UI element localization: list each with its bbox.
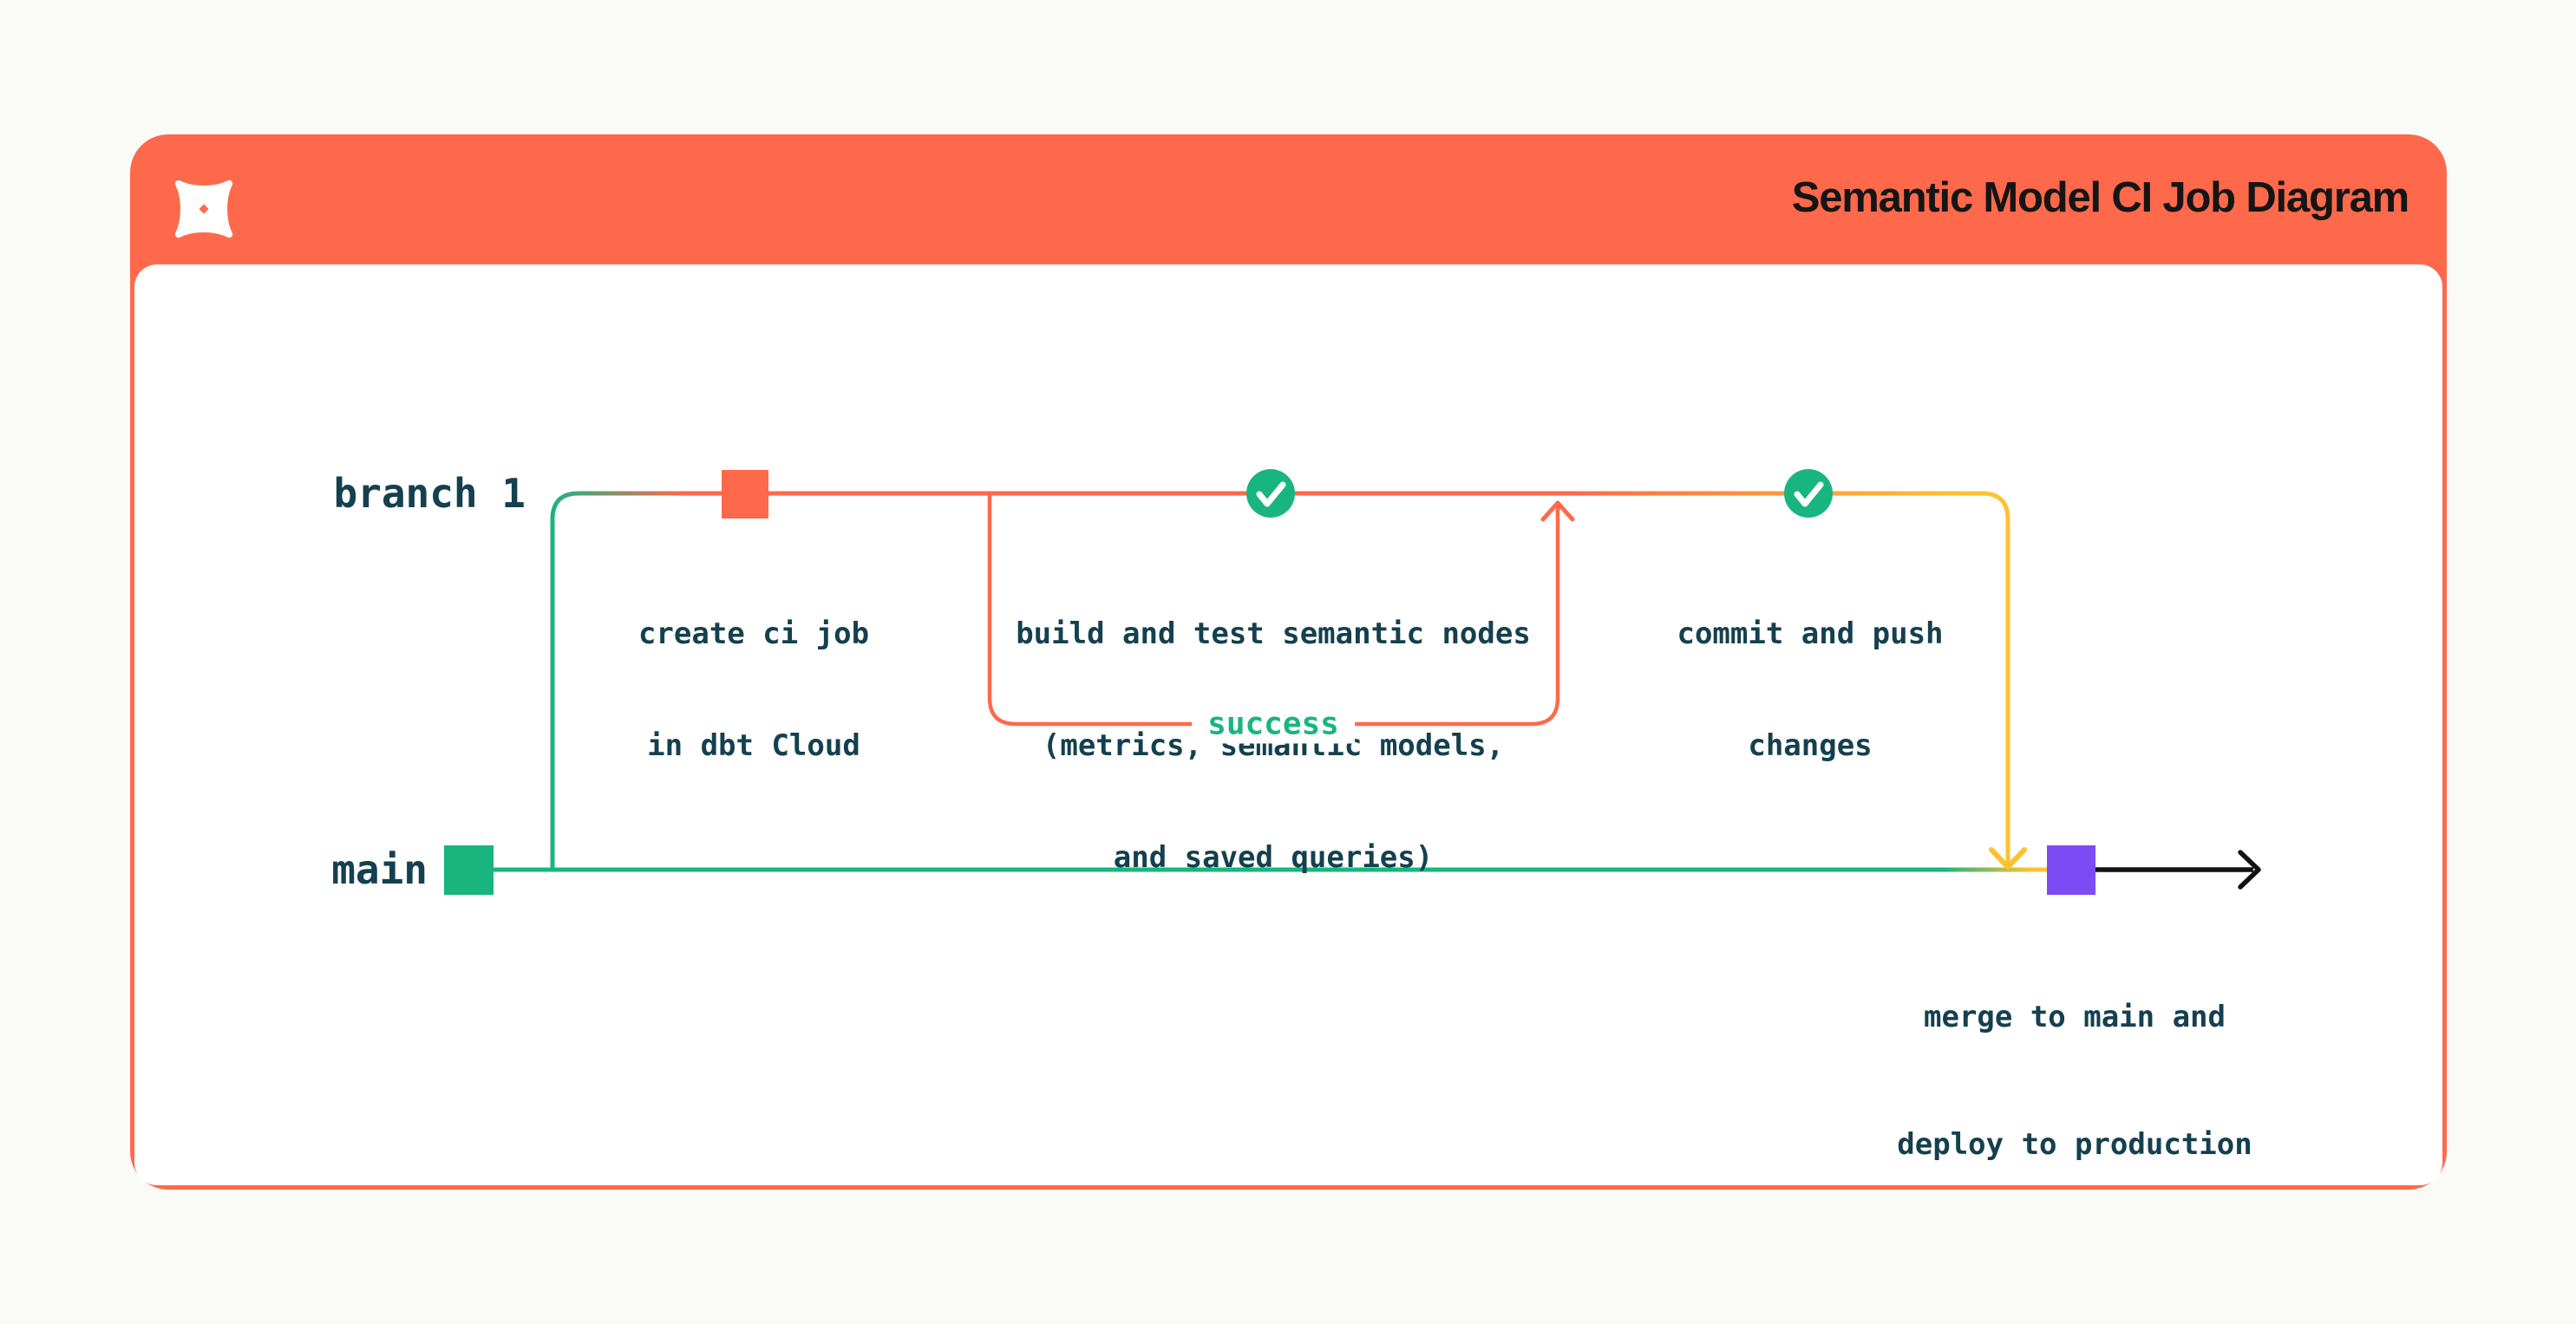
caption-line: in dbt Cloud [647, 728, 860, 763]
caption-line: and saved queries) [1113, 840, 1434, 875]
caption-line: build and test semantic nodes [1016, 616, 1531, 651]
caption-line: merge to main and [1924, 1000, 2226, 1034]
caption-line: commit and push [1677, 616, 1944, 651]
merge-caption: merge to main and deploy to production [1814, 911, 2335, 1251]
branch1-label: branch 1 [333, 470, 526, 517]
create-ci-caption: create ci job in dbt Cloud [494, 541, 1014, 839]
check-circle [1246, 469, 1295, 518]
merge-commit-square [2047, 845, 2095, 895]
page-title: Semantic Model CI Job Diagram [1791, 174, 2409, 221]
commit-push-caption: commit and push changes [1550, 541, 2070, 839]
build-test-check-node [1246, 469, 1295, 518]
check-icon [1794, 481, 1824, 507]
check-circle [1784, 469, 1833, 518]
dbt-logo-icon [174, 179, 233, 238]
main-start-commit-square [444, 845, 494, 895]
caption-line: changes [1748, 728, 1873, 763]
commit-push-check-node [1784, 469, 1833, 518]
main-continue-arrow-icon [2238, 850, 2261, 890]
check-icon [1256, 481, 1286, 507]
create-ci-commit-square [722, 470, 768, 519]
merge-arrow-down-icon [1989, 847, 2027, 870]
success-label: success [1192, 704, 1355, 744]
build-test-caption: build and test semantic nodes (metrics, … [1013, 541, 1533, 951]
success-arrow-up-icon [1540, 500, 1575, 522]
caption-line: create ci job [637, 616, 870, 651]
main-label: main [331, 846, 428, 893]
caption-line: deploy to production [1897, 1127, 2252, 1162]
